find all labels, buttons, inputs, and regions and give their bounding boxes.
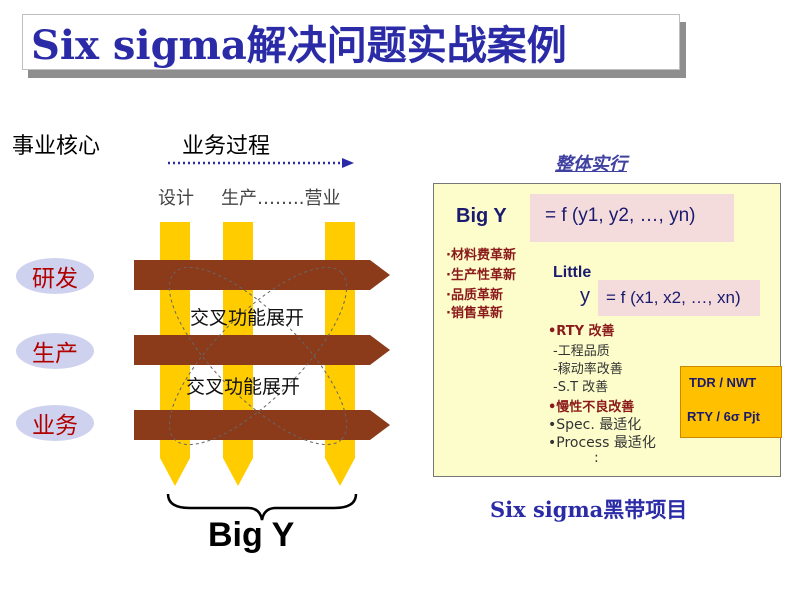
big-y-eq-highlight <box>530 194 734 242</box>
cost-item-productivity: ·生产性革新 <box>446 268 516 283</box>
step-design: 设计 <box>158 188 194 209</box>
dept-production: 生产 <box>16 333 94 369</box>
panel-big-y-label: Big Y <box>456 205 507 227</box>
spec-optimization-item: •Spec. 最适化 <box>548 417 642 433</box>
little-y-label: y <box>580 285 590 307</box>
arrow-production <box>134 335 390 365</box>
more-items-ellipsis: : <box>594 450 599 466</box>
rty-sub-utilization: -稼动率改善 <box>553 362 623 377</box>
dept-sales: 业务 <box>16 405 94 441</box>
cost-item-quality: ·品质革新 <box>446 288 503 303</box>
arrow-sales <box>134 410 390 440</box>
process-arrow-head <box>342 158 354 168</box>
cross-function-label-2: 交叉功能展开 <box>186 376 301 398</box>
little-y-equation: = f (x1, x2, …, xn) <box>606 288 741 307</box>
cost-item-sales: ·销售革新 <box>446 306 503 321</box>
cross-ellipse-a <box>168 266 348 446</box>
arrow-rd <box>134 260 390 290</box>
dept-rd: 研发 <box>16 258 94 294</box>
process-optimization-item: •Process 最适化 <box>548 435 656 451</box>
black-belt-title-text: Six sigma黑带项目 <box>490 497 688 522</box>
overall-execution-title: 整体实行 <box>555 154 627 175</box>
chronic-defect-item: •慢性不良改善 <box>548 400 635 415</box>
cross-ellipse-b <box>168 266 348 446</box>
cross-function-label-1: 交叉功能展开 <box>190 307 305 329</box>
rty-sub-st: -S.T 改善 <box>553 380 609 395</box>
little-y-eq-highlight <box>598 280 760 316</box>
big-y-brace <box>166 493 358 521</box>
step-production-sales: 生产……..营业 <box>221 188 341 209</box>
page-title: Six sigma解决问题实战案例 <box>22 14 680 70</box>
big-y-label: Big Y <box>208 516 295 554</box>
business-process-label: 业务过程 <box>182 134 271 159</box>
rty-sub-process-quality: -工程品质 <box>553 344 610 359</box>
core-business-label: 事业核心 <box>12 134 101 159</box>
tdr-line-2: RTY / 6σ Pjt <box>687 409 760 424</box>
big-y-equation: = f (y1, y2, …, yn) <box>545 205 696 226</box>
black-belt-project-title: Six sigma黑带项目 <box>490 494 687 524</box>
tdr-line-1: TDR / NWT <box>689 375 757 390</box>
little-label: Little <box>553 264 592 281</box>
cost-item-material: ·材料费革新 <box>446 248 516 263</box>
rty-item: •RTY 改善 <box>548 324 615 339</box>
tdr-nwt-box: TDR / NWT RTY / 6σ Pjt <box>680 366 782 438</box>
